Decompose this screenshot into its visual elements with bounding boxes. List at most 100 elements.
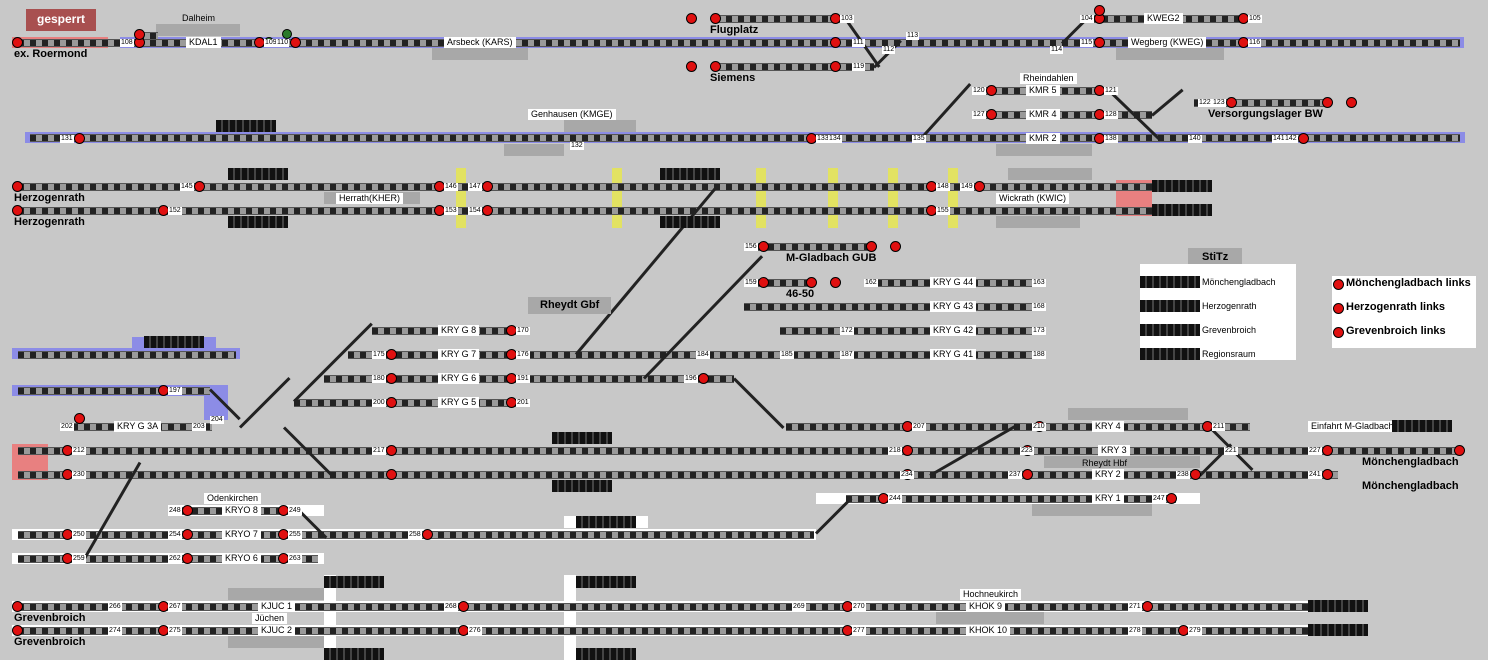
signal-145-icon[interactable] (194, 181, 205, 192)
signal-156-icon[interactable] (758, 241, 769, 252)
signal-268-icon[interactable] (458, 601, 469, 612)
signal-237-icon[interactable] (1022, 469, 1033, 480)
signal-248-icon[interactable] (182, 505, 193, 516)
signal-123-icon[interactable] (1226, 97, 1237, 108)
track-dalheim[interactable] (138, 32, 158, 40)
legend-signal-3-icon[interactable] (1333, 327, 1344, 338)
train-block-8[interactable] (144, 336, 204, 348)
train-block-1[interactable] (216, 120, 276, 132)
track-left-2[interactable] (18, 387, 210, 395)
stitz-item-4-block[interactable] (1140, 348, 1200, 360)
track-herzogenrath-1[interactable] (18, 183, 1152, 191)
signal-119-icon[interactable] (830, 61, 841, 72)
train-block-10[interactable] (552, 480, 612, 492)
train-block-11[interactable] (1392, 420, 1452, 432)
train-block-15[interactable] (324, 648, 384, 660)
train-block-12[interactable] (576, 516, 636, 528)
track-herzogenrath-2[interactable] (18, 207, 1152, 215)
track-gub[interactable] (744, 243, 874, 251)
signal-dalheim-icon[interactable] (134, 29, 145, 40)
signal-159-icon[interactable] (758, 277, 769, 288)
signal-154-icon[interactable] (482, 205, 493, 216)
signal-gub-1-icon[interactable] (866, 241, 877, 252)
signal-231-icon[interactable] (386, 469, 397, 480)
stitz-item-2-block[interactable] (1140, 300, 1200, 312)
stitz-item-1[interactable]: Mönchengladbach (1202, 277, 1276, 287)
signal-200-icon[interactable] (386, 397, 397, 408)
signal-258-icon[interactable] (422, 529, 433, 540)
signal-180-icon[interactable] (386, 373, 397, 384)
track-kmr[interactable] (30, 134, 1460, 142)
signal-262-icon[interactable] (182, 553, 193, 564)
legend-item-1[interactable]: Mönchengladbach links (1346, 277, 1471, 289)
train-block-13[interactable] (324, 576, 384, 588)
signal-roermond-icon[interactable] (12, 37, 23, 48)
train-block-14[interactable] (576, 576, 636, 588)
train-block-7[interactable] (1152, 204, 1212, 216)
signal-131-icon[interactable] (74, 133, 85, 144)
switch-diag-11[interactable] (238, 376, 291, 429)
switch-diag-10[interactable] (732, 377, 785, 430)
stitz-item-3[interactable]: Grevenbroich (1202, 325, 1257, 335)
track-siemens[interactable] (714, 63, 874, 71)
signal-grev-1-icon[interactable] (12, 601, 23, 612)
signal-4650-icon[interactable] (806, 277, 817, 288)
train-block-2[interactable] (228, 168, 288, 180)
signal-siemens-2-icon[interactable] (710, 61, 721, 72)
switch-diag-9[interactable] (292, 322, 373, 403)
signal-238-icon[interactable] (1190, 469, 1201, 480)
signal-147-icon[interactable] (482, 181, 493, 192)
track-kjuc1[interactable] (18, 603, 1308, 611)
signal-202-icon[interactable] (74, 413, 85, 424)
track-kjuc2[interactable] (18, 627, 1308, 635)
track-g42[interactable] (780, 327, 1034, 335)
train-block-3[interactable] (228, 216, 288, 228)
signal-120-icon[interactable] (986, 85, 997, 96)
track-kry3[interactable] (18, 447, 1460, 455)
track-left-1[interactable] (18, 351, 236, 359)
signal-149-icon[interactable] (974, 181, 985, 192)
signal-flugplatz-2-icon[interactable] (710, 13, 721, 24)
signal-241-icon[interactable] (1322, 469, 1333, 480)
signal-versorgung-2-icon[interactable] (1346, 97, 1357, 108)
signal-115-icon[interactable] (1094, 37, 1105, 48)
legend-item-2[interactable]: Herzogenrath links (1346, 301, 1446, 313)
track-g5[interactable] (294, 399, 526, 407)
signal-mg-1-icon[interactable] (1454, 445, 1465, 456)
track-versorgung[interactable] (1194, 99, 1326, 107)
switch-diag-8[interactable] (642, 255, 764, 380)
signal-218-icon[interactable] (902, 445, 913, 456)
train-block-16[interactable] (576, 648, 636, 660)
signal-227-icon[interactable] (1322, 445, 1333, 456)
signal-111-icon[interactable] (830, 37, 841, 48)
signal-gub-2-icon[interactable] (890, 241, 901, 252)
train-block-6[interactable] (1152, 180, 1212, 192)
signal-herz-2-icon[interactable] (12, 205, 23, 216)
track-kmr4[interactable] (978, 111, 1152, 119)
signal-110-green-icon[interactable] (282, 29, 292, 39)
signal-4650b-icon[interactable] (830, 277, 841, 288)
signal-175-icon[interactable] (386, 349, 397, 360)
track-flugplatz[interactable] (714, 15, 844, 23)
signal-110-icon[interactable] (290, 37, 301, 48)
train-block-4[interactable] (660, 168, 720, 180)
signal-versorgung-1-icon[interactable] (1322, 97, 1333, 108)
signal-grev-2-icon[interactable] (12, 625, 23, 636)
stitz-item-3-block[interactable] (1140, 324, 1200, 336)
switch-diag-6[interactable] (1151, 88, 1184, 117)
track-kdal[interactable] (18, 39, 1460, 47)
track-kry2[interactable] (18, 471, 1338, 479)
train-block-5[interactable] (660, 216, 720, 228)
track-g43[interactable] (744, 303, 1034, 311)
switch-diag-4[interactable] (920, 82, 972, 139)
stitz-item-4[interactable]: Regionsraum (1202, 349, 1256, 359)
signal-217-icon[interactable] (386, 445, 397, 456)
track-kry1[interactable] (846, 495, 1176, 503)
signal-siemens-1-icon[interactable] (686, 61, 697, 72)
legend-signal-2-icon[interactable] (1333, 303, 1344, 314)
legend-signal-1-icon[interactable] (1333, 279, 1344, 290)
legend-item-3[interactable]: Grevenbroich links (1346, 325, 1446, 337)
train-block-17[interactable] (1308, 600, 1368, 612)
stitz-item-2[interactable]: Herzogenrath (1202, 301, 1257, 311)
signal-254-icon[interactable] (182, 529, 193, 540)
